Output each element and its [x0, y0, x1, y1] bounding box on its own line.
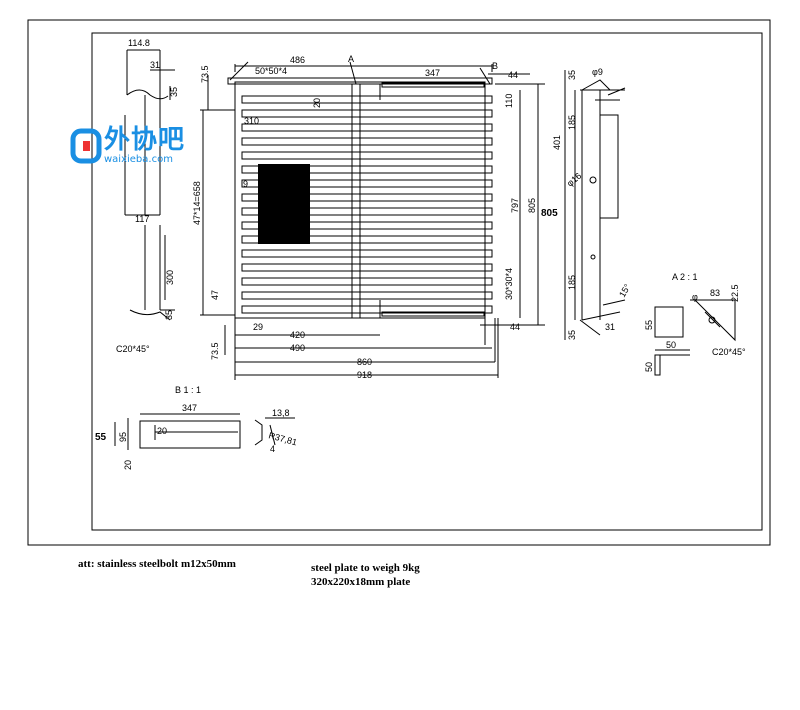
dim-486: 486	[290, 55, 305, 65]
right-side-profile	[564, 70, 626, 340]
dim-401: 401	[552, 135, 562, 150]
detail-b-55: 55	[95, 432, 107, 443]
dim-185-top: 185	[567, 115, 577, 130]
dim-phi9: φ9	[592, 67, 603, 77]
outer-frame	[27, 19, 771, 546]
dim-797: 797	[510, 198, 520, 213]
dim-300: 300	[165, 270, 175, 285]
grille-bar	[241, 193, 493, 202]
dim-73-5-top: 73.5	[200, 65, 210, 83]
dim-347-top: 347	[425, 68, 440, 78]
dim-47x14: 47*14=658	[192, 181, 202, 225]
dim-35-side-low: 35	[567, 330, 577, 340]
main-dimension-lines	[200, 61, 545, 380]
dim-420: 420	[290, 330, 305, 340]
detail-a-22-5: 22.5	[730, 284, 740, 302]
detail-b-4: 4	[270, 444, 275, 454]
grille-bar	[241, 305, 493, 314]
watermark-title: 外协吧	[104, 125, 186, 155]
grille-bar	[241, 151, 493, 160]
inner-frame	[91, 32, 763, 531]
dim-35-low: 35	[164, 310, 174, 320]
detail-a-phi: φ	[692, 292, 698, 302]
grille-bar	[241, 263, 493, 272]
dim-918: 918	[357, 370, 372, 380]
grille-bar	[241, 137, 493, 146]
dim-114-8: 114.8	[128, 38, 150, 48]
grille-bar	[241, 235, 493, 244]
dim-29: 29	[253, 322, 263, 332]
dim-31-top: 31	[150, 60, 160, 70]
chamfer-left: C20*45°	[116, 344, 150, 354]
dim-860: 860	[357, 357, 372, 367]
note-plate-weight: steel plate to weigh 9kg	[311, 562, 420, 574]
detail-b-95: 95	[118, 432, 128, 442]
detail-a-label: A 2 : 1	[672, 272, 698, 282]
grille-bar	[241, 291, 493, 300]
dim-73-5-low: 73.5	[210, 342, 220, 360]
marker-b: B	[492, 61, 498, 71]
dim-31-side: 31	[605, 322, 615, 332]
chamfer-right: C20*45°	[712, 347, 746, 357]
detail-b-label: B 1 : 1	[175, 385, 201, 395]
dim-805: 805	[527, 198, 537, 213]
watermark-logo-icon	[70, 128, 102, 163]
dim-phi16: φ16	[565, 171, 584, 189]
note-plate-size: 320x220x18mm plate	[311, 576, 411, 588]
dim-30x30x4: 30*30*4	[504, 268, 514, 300]
detail-b-20-vertical: 20	[123, 460, 133, 470]
watermark-subtitle: waixieba.com	[104, 154, 173, 165]
grille-bar	[241, 249, 493, 258]
grille-bar	[241, 95, 493, 104]
left-side-profile	[124, 49, 175, 321]
steel-plate-block	[258, 164, 310, 244]
detail-a-55: 55	[644, 320, 654, 330]
grille-bar	[241, 221, 493, 230]
detail-b-347: 347	[182, 403, 197, 413]
dim-35-left: 35	[169, 87, 179, 97]
grille-bar	[241, 277, 493, 286]
dim-20: 20	[312, 98, 322, 108]
dim-35-side: 35	[567, 70, 577, 80]
dim-44-low: 44	[510, 322, 520, 332]
dim-47: 47	[210, 290, 220, 300]
note-bolt: att: stainless steelbolt m12x50mm	[78, 558, 236, 570]
watermark-logo: 外协吧 waixieba.com	[70, 126, 185, 165]
dim-44-top: 44	[508, 70, 518, 80]
dim-9: 9	[243, 179, 248, 189]
grille-bar	[241, 165, 493, 174]
dim-805-bold: 805	[541, 208, 558, 219]
detail-a-83: 83	[710, 288, 720, 298]
dim-110: 110	[504, 94, 514, 108]
dim-185-low: 185	[567, 275, 577, 290]
dim-117: 117	[135, 214, 149, 224]
grille-bar	[241, 179, 493, 188]
detail-a	[654, 299, 736, 376]
marker-a: A	[348, 54, 354, 64]
grille-bar	[241, 109, 493, 118]
detail-b	[114, 413, 295, 450]
grille-bar	[241, 207, 493, 216]
dim-490: 490	[290, 343, 305, 353]
detail-a-50-vertical: 50	[644, 362, 654, 372]
dim-310: 310	[244, 116, 259, 126]
dim-50x50x4: 50*50*4	[255, 66, 287, 76]
detail-b-13-8: 13,8	[272, 408, 290, 418]
dim-15-degrees: 15°	[617, 282, 633, 299]
grille-bar	[241, 123, 493, 132]
detail-b-20: 20	[157, 426, 167, 436]
grille-bars	[241, 95, 493, 314]
detail-a-50: 50	[666, 340, 676, 350]
